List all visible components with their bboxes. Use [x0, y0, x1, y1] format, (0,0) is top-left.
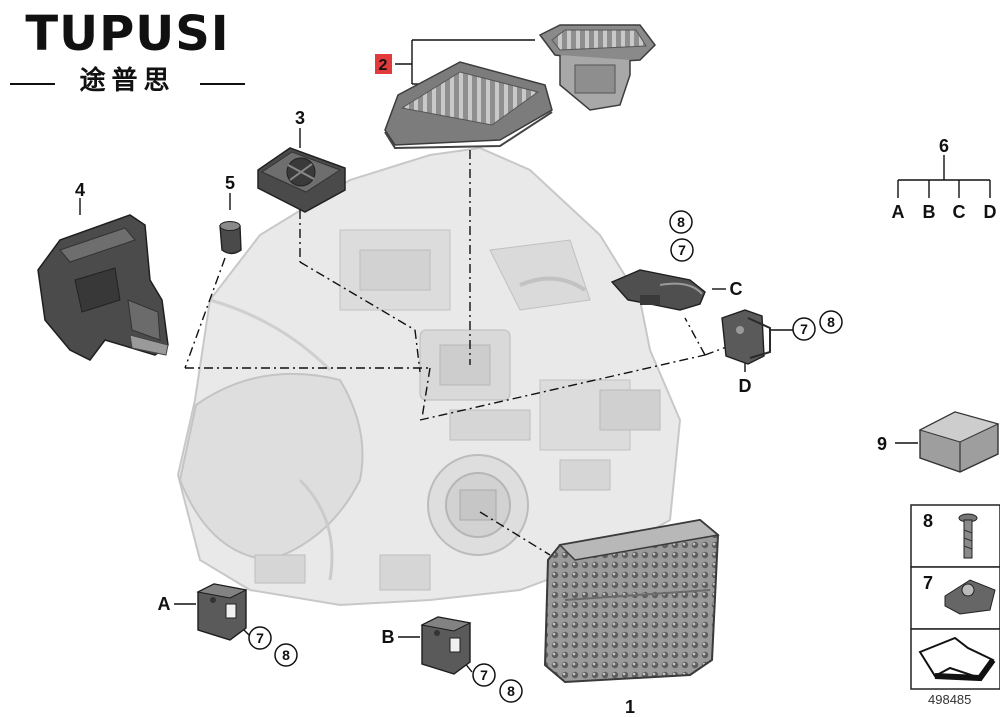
callout-7-d: 7 — [800, 321, 808, 337]
label-variant-c: C — [730, 279, 743, 299]
label-part-6: 5 — [225, 173, 235, 193]
callout-7-b: 7 — [480, 667, 488, 683]
label-variant-d: D — [739, 376, 752, 396]
label-tree-b: B — [923, 202, 936, 222]
legend-label-8: 8 — [923, 511, 933, 531]
brand-subtitle: 途普思 — [79, 66, 176, 96]
label-part-3: 3 — [295, 108, 305, 128]
label-part-2: 2 — [379, 57, 388, 74]
callout-7-c: 7 — [678, 242, 686, 258]
brand-rule-right — [200, 83, 245, 85]
brand-rule-left — [10, 83, 55, 85]
callout-circles — [248, 210, 843, 703]
part-3-fan-module[interactable] — [257, 147, 346, 213]
label-tree-d: D — [984, 202, 997, 222]
brand-logo: TUPUSI 途普思 — [10, 6, 245, 101]
callout-8-b: 8 — [507, 683, 515, 699]
label-part-5: 6 — [939, 136, 949, 156]
direction-arrow-icon — [918, 636, 996, 682]
callout-8-c-top: 8 — [677, 214, 685, 230]
part-1-led-module[interactable] — [543, 518, 720, 684]
variant-a-block[interactable] — [196, 583, 248, 641]
label-tree-c: C — [953, 202, 966, 222]
callout-numbers: 8 7 7 8 7 8 7 8 — [256, 214, 835, 699]
document-number: 498485 — [928, 692, 972, 707]
part-9-box[interactable] — [918, 411, 1000, 473]
label-part-9: 9 — [877, 434, 887, 454]
part-4-bracket[interactable] — [37, 214, 169, 361]
clip-nut-icon — [944, 579, 996, 615]
callout-7-a: 7 — [256, 630, 264, 646]
label-tree-a: A — [892, 202, 905, 222]
part-6-cap[interactable] — [219, 221, 242, 255]
variant-d-bracket[interactable] — [721, 309, 771, 365]
callout-8-d: 8 — [827, 314, 835, 330]
variant-c-clip[interactable] — [610, 269, 706, 311]
callout-8-a: 8 — [282, 647, 290, 663]
legend-panel — [910, 504, 1000, 690]
legend-label-7: 7 — [923, 573, 933, 593]
label-part-1: 1 — [625, 697, 635, 717]
label-variant-a: A — [158, 594, 171, 614]
screw-icon — [958, 513, 978, 559]
brand-name: TUPUSI — [25, 6, 230, 62]
labels: 2 3 4 5 6 9 1 A B C D A B C D 8 7 — [75, 57, 997, 717]
label-part-4: 4 — [75, 180, 85, 200]
variant-b-block[interactable] — [420, 616, 472, 675]
part-2-control-unit[interactable] — [384, 24, 656, 150]
part-2-highlight — [375, 54, 392, 74]
label-variant-b: B — [382, 627, 395, 647]
